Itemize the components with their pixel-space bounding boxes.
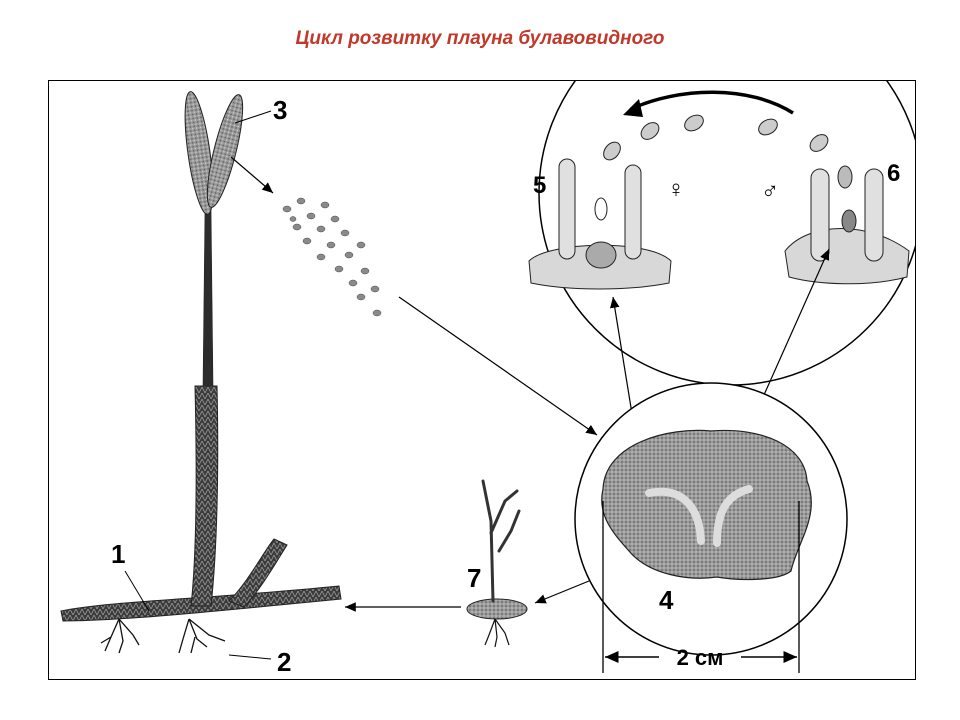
archegonium [528, 158, 672, 290]
scale-label: 2 см [677, 645, 724, 670]
arrow-spores-to-gametophyte [398, 296, 598, 436]
young-sporophyte-shoots [481, 479, 521, 603]
label-1-leader [124, 570, 150, 612]
label-1: 1 [111, 539, 125, 569]
sperm-path-arrowhead [623, 99, 643, 117]
sporophyte-plant [60, 91, 342, 654]
label-6: 6 [887, 160, 900, 187]
archegonium-neck-right [624, 164, 642, 260]
label-3: 3 [273, 95, 287, 125]
egg-cell [585, 241, 617, 269]
lifecycle-diagram: 1 2 3 5 ♀ [60, 81, 915, 677]
archegonium-neck-left [558, 158, 576, 260]
strobilus-right [206, 94, 244, 208]
label-3-leader [234, 110, 272, 124]
antheridium [784, 165, 910, 285]
label-2: 2 [277, 647, 291, 677]
young-sporophyte [466, 479, 528, 648]
roots [100, 618, 226, 654]
female-symbol: ♀ [667, 176, 685, 203]
upright-stem [190, 385, 219, 607]
sperm-cells [603, 114, 829, 161]
arrow-to-young-sporophyte [534, 580, 590, 604]
label-2-leader [228, 654, 272, 660]
young-sporophyte-roots [484, 618, 510, 648]
young-sporophyte-base [466, 598, 528, 620]
diagram-title: Цикл розвитку плауна булавовидного [295, 28, 665, 49]
diagram-panel: 1 2 3 5 ♀ [48, 80, 916, 680]
label-5: 5 [533, 172, 546, 199]
antheridium-wall-left [810, 168, 830, 262]
label-4: 4 [659, 585, 674, 615]
sperm-path-arrow [630, 90, 794, 115]
peduncle [202, 208, 214, 387]
male-symbol: ♂ [761, 178, 779, 205]
sperm-at-egg [594, 197, 608, 221]
arrow-cone-to-spores [230, 156, 274, 194]
antheridium-wall-right [864, 168, 884, 262]
spores [282, 197, 382, 317]
strobilus-left [184, 91, 214, 215]
side-branch [228, 538, 288, 608]
label-7: 7 [467, 563, 481, 593]
prothallus-folds [645, 485, 753, 547]
